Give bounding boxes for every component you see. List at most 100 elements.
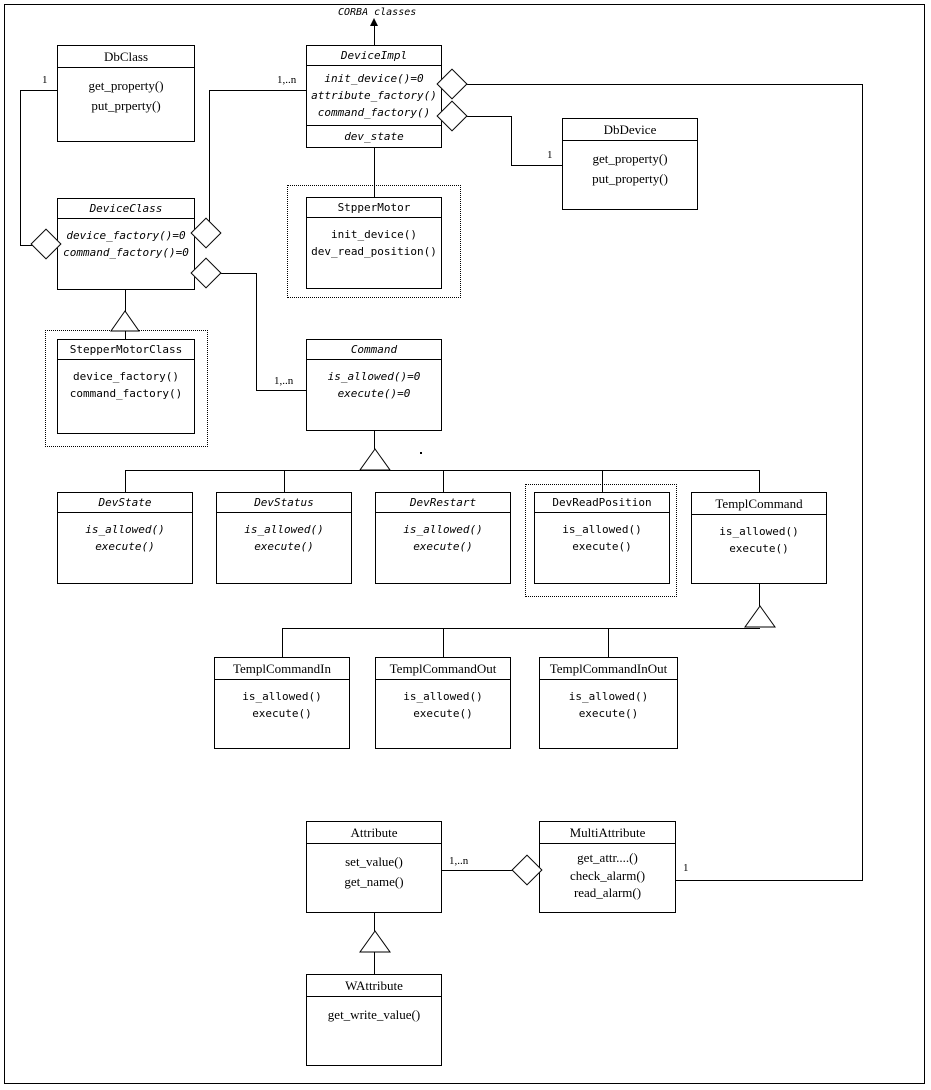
class-title-devstate: DevState <box>58 493 192 513</box>
class-box-templcommand[interactable]: TemplCommand is_allowed() execute() <box>691 492 827 584</box>
class-method: device_factory() <box>73 370 179 383</box>
generalization-branch-templcommandout <box>443 628 444 657</box>
class-box-multiattribute[interactable]: MultiAttribute get_attr....() check_alar… <box>539 821 676 913</box>
class-box-devrestart[interactable]: DevRestart is_allowed() execute() <box>375 492 511 584</box>
class-method: is_allowed() <box>403 690 483 703</box>
template-marker-steppermotor <box>287 185 461 298</box>
class-method: command_factory() <box>317 106 431 120</box>
generalization-branch-devstatus <box>284 470 285 492</box>
class-title-dbdevice: DbDevice <box>563 119 697 141</box>
multiplicity-label: 1 <box>42 74 48 86</box>
generalization-branch-templcommand <box>759 470 760 492</box>
class-method: get_write_value() <box>327 1007 421 1022</box>
class-title-templcommandout: TemplCommandOut <box>376 658 510 680</box>
class-title-wattribute: WAttribute <box>307 975 441 997</box>
class-method: init_device()=0 <box>324 72 424 85</box>
class-method: execute() <box>413 540 473 554</box>
class-box-templcommandout[interactable]: TemplCommandOut is_allowed() execute() <box>375 657 511 749</box>
class-box-deviceclass[interactable]: DeviceClass device_factory()=0 command_f… <box>57 198 195 290</box>
assoc-deviceimpl-deviceclass-line <box>209 90 306 91</box>
assoc-dbclass-deviceclass-line <box>20 90 21 245</box>
multiplicity-label: 1 <box>547 149 553 161</box>
class-method: command_factory()=0 <box>63 246 189 260</box>
generalization-deviceclass-line <box>125 290 126 312</box>
class-method: is_allowed() <box>244 523 324 536</box>
class-method: put_prperty() <box>91 98 161 114</box>
class-title-command: Command <box>307 340 441 360</box>
class-method: device_factory()=0 <box>66 229 186 242</box>
generalization-triangle-command <box>359 448 391 471</box>
class-method: get_property() <box>592 151 668 166</box>
class-title-steppermotor: StpperMotor <box>307 198 441 218</box>
class-method: execute() <box>95 540 155 554</box>
assoc-command-deviceclass-line <box>256 273 257 391</box>
assoc-dbdevice-deviceimpl-line <box>511 165 562 166</box>
class-method: is_allowed() <box>568 690 649 703</box>
class-title-deviceimpl: DeviceImpl <box>307 46 441 66</box>
generalization-templcommand-rail <box>282 628 760 629</box>
class-method: put_property() <box>592 171 668 187</box>
generalization-command-line <box>374 431 375 449</box>
generalization-attribute-wattribute-line <box>374 952 375 974</box>
class-box-dbdevice[interactable]: DbDevice get_property() put_property() <box>562 118 698 210</box>
class-box-attribute[interactable]: Attribute set_value() get_name() <box>306 821 442 913</box>
assoc-multiattribute-deviceimpl-line <box>676 880 863 881</box>
class-box-devstatus[interactable]: DevStatus is_allowed() execute() <box>216 492 352 584</box>
assoc-attribute-multiattribute-line <box>442 870 528 871</box>
class-method: get_attr....() <box>577 850 638 865</box>
class-method: execute() <box>254 540 314 554</box>
class-title-templcommandinout: TemplCommandInOut <box>540 658 677 680</box>
class-method: set_value() <box>345 854 403 869</box>
assoc-deviceimpl-deviceclass-line <box>209 90 210 233</box>
class-method: is_allowed() <box>403 523 483 536</box>
assoc-command-deviceclass-line <box>256 390 306 391</box>
class-box-devstate[interactable]: DevState is_allowed() execute() <box>57 492 193 584</box>
assoc-dbdevice-deviceimpl-line <box>463 116 512 117</box>
class-title-templcommand: TemplCommand <box>692 493 826 515</box>
generalization-branch-devstate <box>125 470 126 492</box>
generalization-branch-templcommandinout <box>608 628 609 657</box>
class-title-devstatus: DevStatus <box>217 493 351 513</box>
generalization-templcommand-line <box>759 584 760 606</box>
class-box-wattribute[interactable]: WAttribute get_write_value() <box>306 974 442 1066</box>
class-box-templcommandin[interactable]: TemplCommandIn is_allowed() execute() <box>214 657 350 749</box>
assoc-multiattribute-deviceimpl-line <box>862 84 863 880</box>
class-method: execute() <box>572 540 632 554</box>
class-method: execute() <box>729 542 789 556</box>
class-method: is_allowed()=0 <box>327 370 421 383</box>
multiplicity-label: 1 <box>683 862 689 874</box>
assoc-dbdevice-deviceimpl-line <box>511 116 512 165</box>
assoc-dbclass-deviceclass-line <box>20 90 57 91</box>
class-method: dev_read_position() <box>311 245 437 259</box>
class-title-steppermotorclass: StepperMotorClass <box>58 340 194 360</box>
class-method: execute() <box>252 707 312 721</box>
generalization-branch-devreadposition <box>602 470 603 492</box>
class-title-devreadposition: DevReadPosition <box>535 493 669 513</box>
multiplicity-label: 1,..n <box>277 74 297 86</box>
class-title-multiattribute: MultiAttribute <box>540 822 675 844</box>
class-method: is_allowed() <box>562 523 642 536</box>
generalization-triangle-templcommand <box>744 605 776 628</box>
class-method: execute() <box>578 707 639 721</box>
multiplicity-label: 1,..n <box>449 855 469 867</box>
stray-dot-mark <box>420 452 422 454</box>
class-box-steppermotorclass[interactable]: StepperMotorClass device_factory() comma… <box>57 339 195 434</box>
generalization-command-rail <box>125 470 759 471</box>
class-method: is_allowed() <box>719 525 799 538</box>
class-box-dbclass[interactable]: DbClass get_property() put_prperty() <box>57 45 195 142</box>
class-method: execute()=0 <box>337 387 411 401</box>
class-method: init_device() <box>330 228 418 241</box>
generalization-branch-devrestart <box>443 470 444 492</box>
class-box-steppermotor[interactable]: StpperMotor init_device() dev_read_posit… <box>306 197 442 289</box>
corba-arrow-icon <box>370 18 378 26</box>
class-method: get_property() <box>88 78 164 93</box>
multiplicity-label: 1,..n <box>274 375 294 387</box>
class-box-command[interactable]: Command is_allowed()=0 execute()=0 <box>306 339 442 431</box>
class-box-deviceimpl[interactable]: DeviceImpl init_device()=0 attribute_fac… <box>306 45 442 148</box>
class-box-templcommandinout[interactable]: TemplCommandInOut is_allowed() execute() <box>539 657 678 749</box>
class-method: is_allowed() <box>85 523 165 536</box>
generalization-triangle-attribute <box>359 930 391 953</box>
generalization-deviceclass-line <box>125 331 126 339</box>
class-box-devreadposition[interactable]: DevReadPosition is_allowed() execute() <box>534 492 670 584</box>
